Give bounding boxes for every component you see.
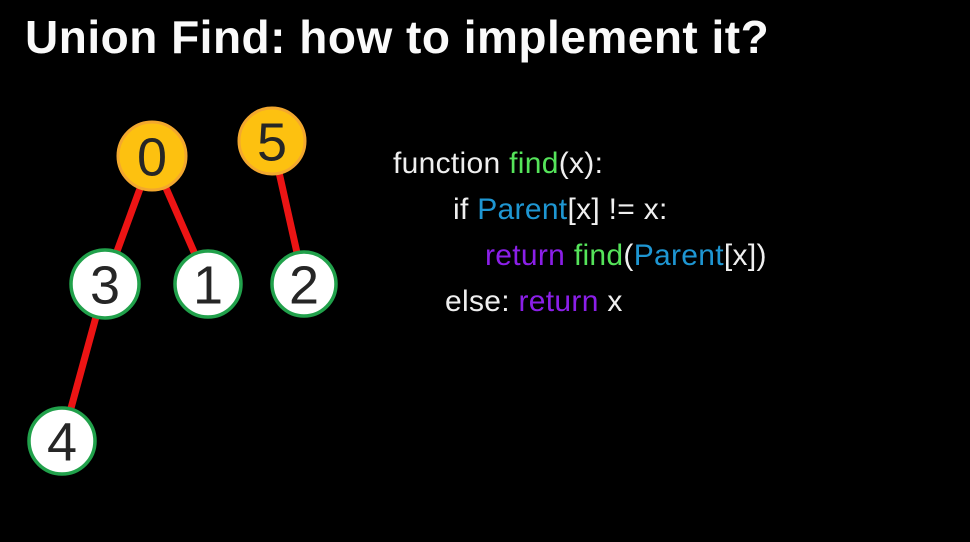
code-token-kw: return [485,239,566,272]
code-line: if Parent[x] != x: [453,187,767,233]
node-circle-1 [173,249,243,319]
tree-node-2: 2 [270,250,338,318]
tree-node-5: 5 [237,106,307,176]
node-label-2: 2 [289,255,319,315]
node-circle-5 [237,106,307,176]
code-token-fn: find [573,239,624,272]
code-token-plain: else: [445,285,519,318]
node-label-0: 0 [137,127,167,187]
node-label-1: 1 [193,255,223,315]
code-token-plain: (x): [558,147,604,180]
code-token-plain: ( [623,239,634,272]
code-token-plain: if [453,193,478,226]
tree-node-3: 3 [69,248,141,320]
code-line: function find(x): [393,141,767,187]
node-circle-2 [270,250,338,318]
node-circle-3 [69,248,141,320]
node-label-5: 5 [257,112,287,172]
code-token-plain: [x]) [723,239,767,272]
tree-node-0: 0 [116,120,188,192]
tree-node-1: 1 [173,249,243,319]
page-title: Union Find: how to implement it? [25,11,770,63]
code-block: function find(x):if Parent[x] != x:retur… [393,141,767,325]
node-label-4: 4 [47,412,77,472]
code-token-plain: function [393,147,510,180]
code-token-kw: return [518,285,599,318]
tree-node-4: 4 [27,406,97,476]
code-token-cls: Parent [477,193,568,226]
node-label-3: 3 [90,255,120,315]
code-line: return find(Parent[x]) [485,233,767,279]
tree-svg: 0 5 3 1 2 4 [27,106,338,476]
node-circle-0 [116,120,188,192]
code-line: else: return x [445,279,767,325]
code-token-plain: [x] != x: [567,193,668,226]
node-circle-4 [27,406,97,476]
code-token-plain: x [598,285,623,318]
code-token-plain [565,239,574,272]
code-token-cls: Parent [633,239,724,272]
code-token-fn: find [509,147,559,180]
